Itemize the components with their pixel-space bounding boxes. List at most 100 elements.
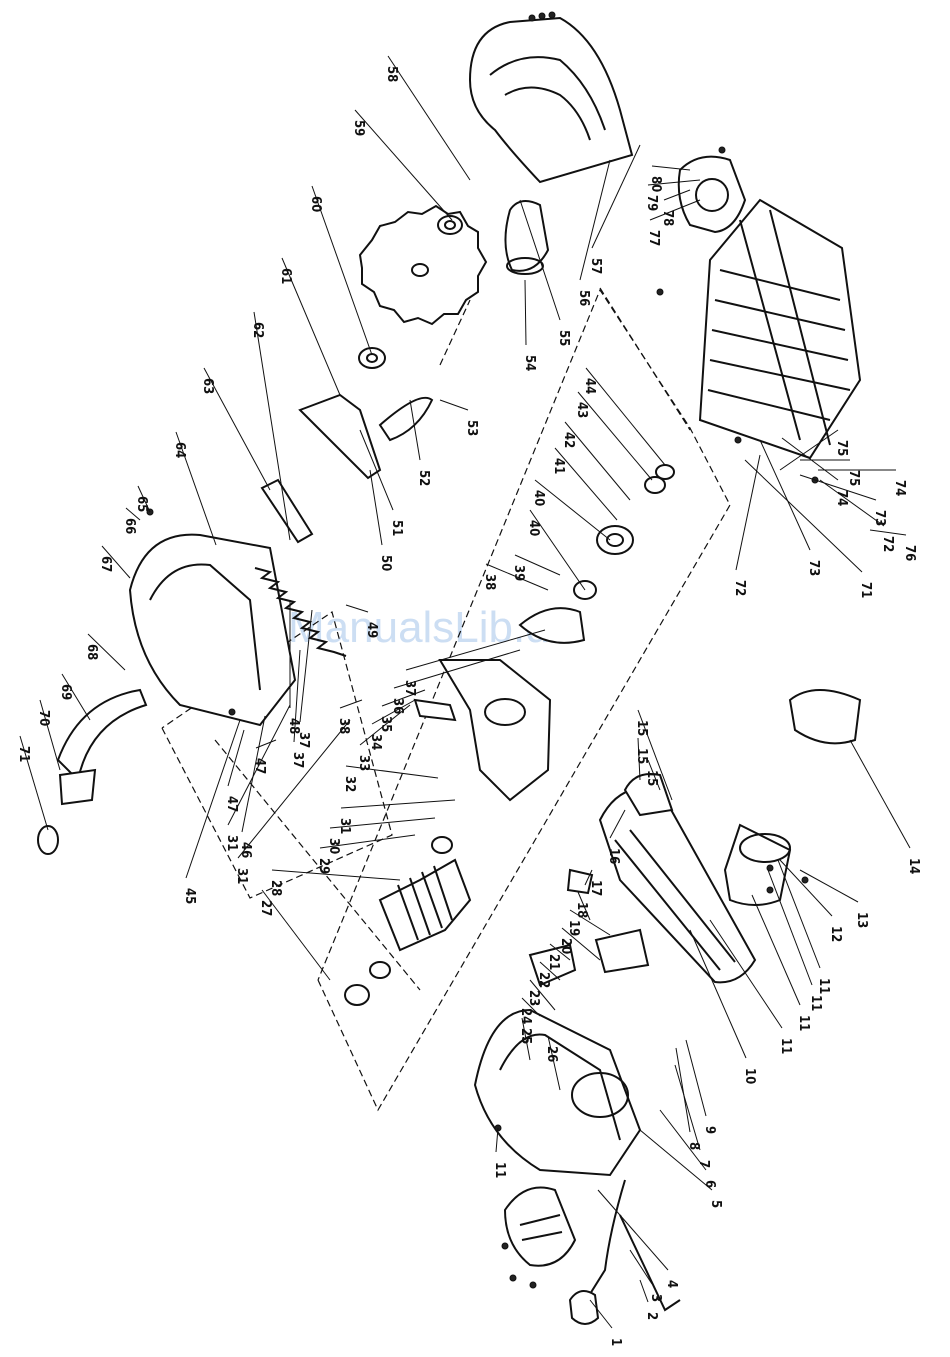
callout-number: 49 xyxy=(364,622,379,638)
lower-blade-guard xyxy=(130,535,295,725)
callout-number: 79 xyxy=(644,195,659,211)
callout-leader-line xyxy=(370,470,382,545)
callout-number: 21 xyxy=(546,954,561,970)
callout-number: 70 xyxy=(36,710,51,726)
callout-number: 5 xyxy=(708,1200,723,1208)
callout-leader-line xyxy=(760,440,810,550)
callout-number: 47 xyxy=(252,758,267,774)
callout-number: 37 xyxy=(290,752,305,768)
callout-number: 80 xyxy=(648,176,663,192)
callout-number: 74 xyxy=(892,480,907,496)
callout-number: 72 xyxy=(880,536,895,552)
callout-number: 60 xyxy=(308,196,323,212)
gear-assembly xyxy=(520,526,633,643)
callout-number: 25 xyxy=(518,1028,533,1044)
callout-leader-line xyxy=(850,740,910,848)
callout-number: 15 xyxy=(644,770,659,786)
callout-leader-line xyxy=(254,312,290,540)
saw-blade xyxy=(360,206,486,324)
callout-leader-line xyxy=(341,800,455,808)
callout-number: 4 xyxy=(664,1280,679,1288)
callout-number: 38 xyxy=(336,718,351,734)
callout-number: 44 xyxy=(582,378,597,394)
callout-number: 8 xyxy=(686,1142,701,1150)
callout-number: 20 xyxy=(558,938,573,954)
callout-number: 17 xyxy=(588,880,603,896)
callout-number: 55 xyxy=(556,330,571,346)
callout-number: 37 xyxy=(296,732,311,748)
callout-leader-line xyxy=(340,700,362,708)
callout-number: 39 xyxy=(511,565,526,581)
callout-number: 51 xyxy=(389,520,404,536)
callout-number: 54 xyxy=(522,355,537,371)
callout-number: 58 xyxy=(384,66,399,82)
callout-number: 19 xyxy=(566,920,581,936)
callout-number: 46 xyxy=(238,842,253,858)
callout-number: 62 xyxy=(250,322,265,338)
callout-number: 74 xyxy=(834,490,849,506)
power-cord xyxy=(570,1180,680,1324)
callout-number: 26 xyxy=(544,1046,559,1062)
callout-leader-line xyxy=(440,400,468,410)
pivot-mechanism xyxy=(415,660,550,800)
callout-number: 59 xyxy=(351,120,366,136)
callout-number: 3 xyxy=(648,1294,663,1302)
callout-number: 65 xyxy=(134,496,149,512)
callout-number: 66 xyxy=(122,518,137,534)
callout-leader-line xyxy=(525,280,526,345)
callout-number: 64 xyxy=(172,442,187,458)
callout-leader-line xyxy=(870,530,906,535)
callout-leader-line xyxy=(686,1040,706,1116)
callout-number: 30 xyxy=(326,838,341,854)
callout-number: 56 xyxy=(576,290,591,306)
callout-number: 11 xyxy=(492,1162,507,1178)
callout-number: 53 xyxy=(464,420,479,436)
callout-number: 11 xyxy=(796,1015,811,1031)
callout-number: 31 xyxy=(337,818,352,834)
callout-number: 31 xyxy=(234,868,249,884)
callout-number: 16 xyxy=(606,848,621,864)
callout-number: 18 xyxy=(574,902,589,918)
callout-number: 52 xyxy=(416,470,431,486)
callout-number: 35 xyxy=(378,716,393,732)
callout-number: 69 xyxy=(58,684,73,700)
callout-number: 67 xyxy=(98,556,113,572)
callout-number: 27 xyxy=(258,900,273,916)
callout-number: 63 xyxy=(200,378,215,394)
callout-number: 12 xyxy=(828,926,843,942)
callout-number: 75 xyxy=(846,470,861,486)
callout-number: 11 xyxy=(808,995,823,1011)
callout-number: 71 xyxy=(858,582,873,598)
dust-port xyxy=(505,201,548,274)
callout-leader-line xyxy=(355,110,452,220)
callout-number: 38 xyxy=(482,574,497,590)
callout-number: 15 xyxy=(634,748,649,764)
callout-number: 1 xyxy=(608,1338,623,1346)
rear-cap xyxy=(505,1188,575,1266)
callout-number: 76 xyxy=(902,545,917,561)
callout-number: 72 xyxy=(732,580,747,596)
callout-leader-line xyxy=(272,870,400,880)
callout-number: 33 xyxy=(356,755,371,771)
motor-bracket xyxy=(679,157,745,232)
riving-knife xyxy=(300,395,432,478)
callout-leader-line xyxy=(780,860,832,916)
callout-number: 15 xyxy=(634,720,649,736)
callout-number: 11 xyxy=(816,978,831,994)
callout-leader-line xyxy=(535,480,610,540)
callout-leader-line xyxy=(736,455,760,570)
callout-number: 22 xyxy=(536,972,551,988)
callout-number: 40 xyxy=(526,520,541,536)
callout-number: 68 xyxy=(84,644,99,660)
callout-leader-line xyxy=(676,1048,690,1132)
callout-number: 9 xyxy=(702,1126,717,1134)
callout-number: 32 xyxy=(342,776,357,792)
callout-leader-line xyxy=(598,1190,668,1270)
upper-blade-guard xyxy=(470,12,632,182)
callout-number: 57 xyxy=(588,258,603,274)
callout-number: 48 xyxy=(286,718,301,734)
callout-number: 45 xyxy=(182,888,197,904)
callout-number: 36 xyxy=(390,698,405,714)
